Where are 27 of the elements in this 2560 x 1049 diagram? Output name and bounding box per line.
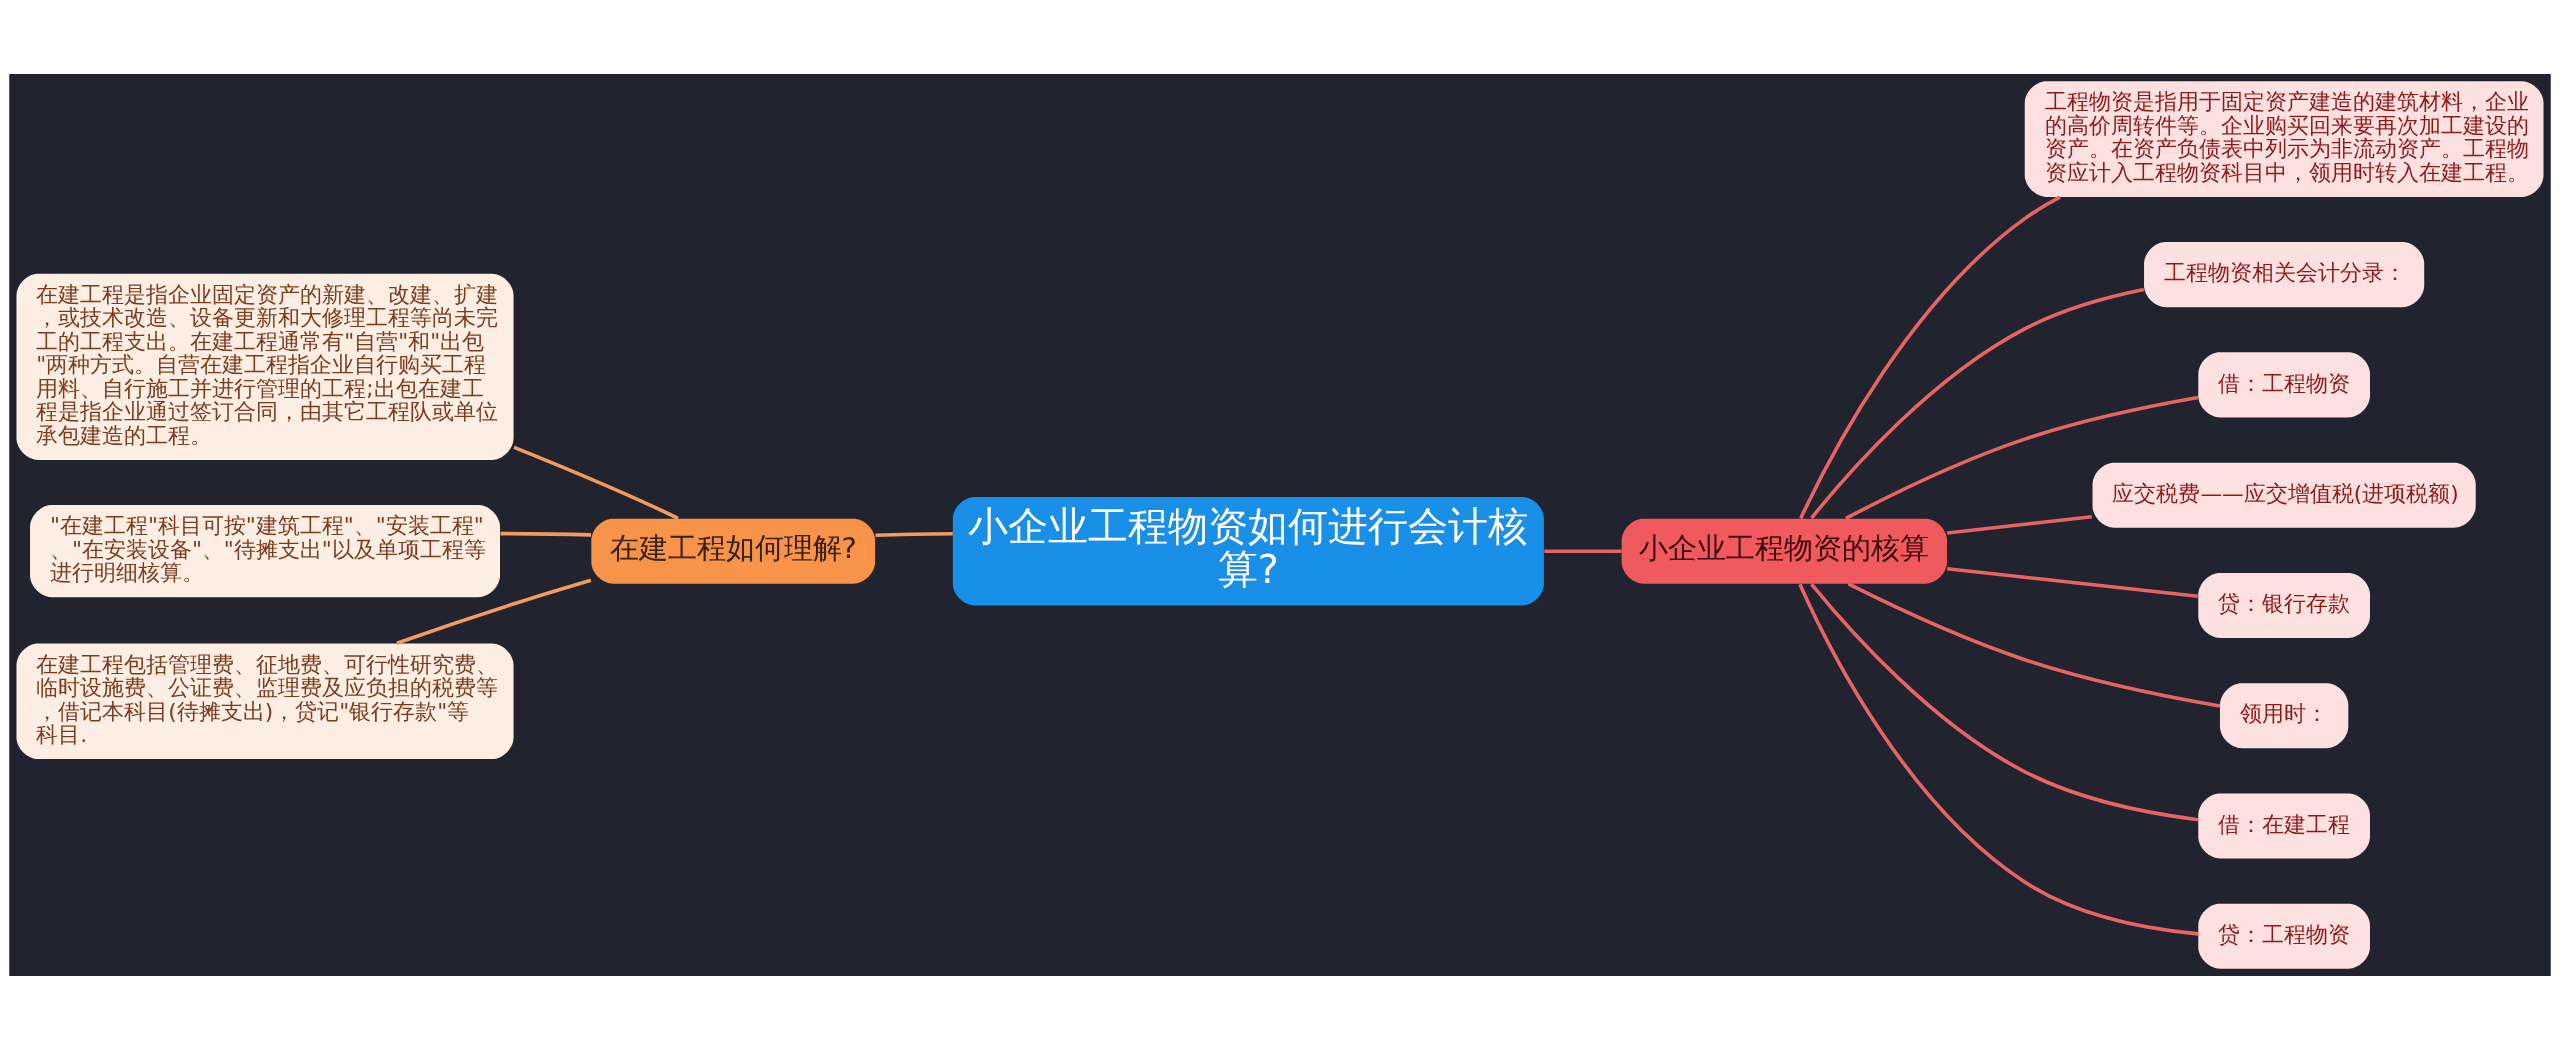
node-box: 工程物资是指用于固定资产建造的建筑材料，企业的高价周转件等。企业购买回来要再次加工建设的资产。在资产负债表中列示为非流动资产。工程物资应计入工程物资科目中，领用时转入在建工程。 bbox=[2024, 80, 2544, 197]
connector bbox=[1947, 566, 2198, 598]
node-box: 小企业工程物资的核算 bbox=[1621, 518, 1947, 584]
node-box: 在建工程包括管理费、征地费、可行性研究费、临时设施费、公证费、监理费及应负担的税费等，借记本科目(待摊支出)，贷记"银行存款"等科目. bbox=[16, 642, 514, 759]
node-box: "在建工程"科目可按"建筑工程"、"安装工程"、"在安装设备"、"待摊支出"以及单项工程等进行明细核算。 bbox=[30, 504, 500, 597]
connector bbox=[1810, 287, 2145, 519]
connector bbox=[1810, 582, 2199, 821]
connector bbox=[875, 531, 953, 537]
node-box: 借：工程物资 bbox=[2198, 351, 2370, 417]
connector bbox=[1845, 395, 2199, 520]
node-box: 小企业工程物资如何进行会计核算? bbox=[952, 496, 1544, 605]
connector bbox=[1798, 582, 2199, 936]
node-box: 领用时： bbox=[2219, 682, 2349, 748]
node-box: 工程物资相关会计分录： bbox=[2144, 241, 2425, 307]
node-box: 在建工程是指企业固定资产的新建、改建、扩建，或技术改造、设备更新和大修理工程等尚未完工的工程支出。在建工程通常有"自营"和"出包"两种方式。自营在建工程指企业自行购买工程用料、自行施工并进行管理的工程;出包在建工程是指企业通过签订合同，由其它工程队或单位承包建造的工程。 bbox=[16, 273, 514, 460]
node-box: 贷：工程物资 bbox=[2198, 903, 2370, 969]
connector bbox=[500, 531, 592, 537]
connector bbox=[1847, 581, 2221, 708]
node-box: 应交税费——应交增值税(进项税额) bbox=[2092, 462, 2476, 528]
connector bbox=[1947, 514, 2092, 535]
node-box: 在建工程如何理解? bbox=[591, 518, 876, 584]
node-box: 借：在建工程 bbox=[2198, 792, 2370, 858]
connector bbox=[1544, 548, 1622, 553]
connector bbox=[396, 578, 592, 645]
connector bbox=[513, 445, 679, 520]
node-box: 贷：银行存款 bbox=[2198, 572, 2370, 638]
connector bbox=[1799, 195, 2061, 519]
